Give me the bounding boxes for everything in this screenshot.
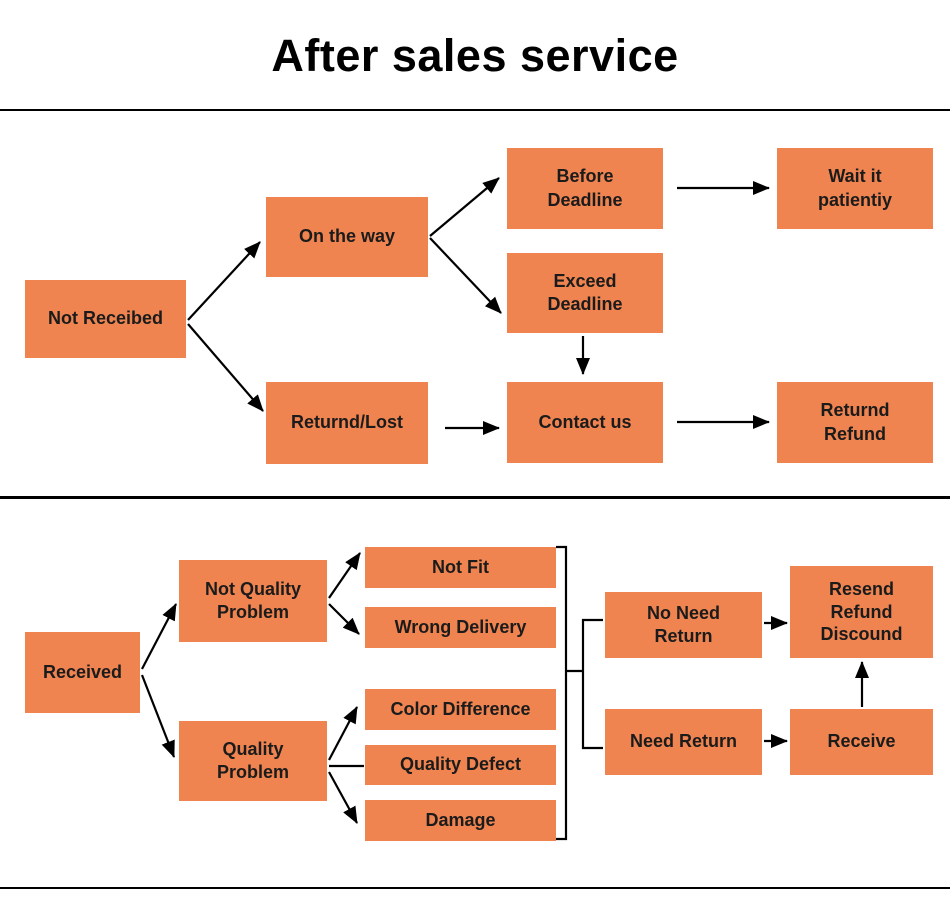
node-need-return: Need Return [605, 709, 762, 775]
node-not-receibed: Not Receibed [25, 280, 186, 358]
bracket-reason-boxes [556, 545, 568, 841]
node-returnd-lost: Returnd/Lost [266, 382, 428, 464]
arrow-quality-problem-to-color-difference [328, 706, 358, 761]
node-contact-us: Contact us [507, 382, 663, 463]
node-wait-it-patientiy: Wait it patientiy [777, 148, 933, 229]
arrow-received-to-quality-problem [140, 674, 176, 758]
node-quality-defect: Quality Defect [365, 745, 556, 785]
arrow-not-quality-problem-to-not-fit [328, 552, 361, 599]
node-returnd-refund: Returnd Refund [777, 382, 933, 463]
arrow-on-the-way-to-before-deadline [429, 177, 500, 237]
node-on-the-way: On the way [266, 197, 428, 277]
bracket-return-options [581, 618, 603, 750]
arrow-not-quality-problem-to-wrong-delivery [328, 603, 360, 635]
separator-top [0, 109, 950, 111]
node-no-need-return: No Need Return [605, 592, 762, 658]
arrow-not-receibed-to-on-the-way [187, 241, 261, 321]
node-resend-refund-discound: Resend Refund Discound [790, 566, 933, 658]
node-color-difference: Color Difference [365, 689, 556, 730]
node-quality-problem: Quality Problem [179, 721, 327, 801]
node-receive: Receive [790, 709, 933, 775]
separator-middle [0, 496, 950, 499]
arrow-not-receibed-to-returnd-lost [187, 323, 264, 412]
node-wrong-delivery: Wrong Delivery [365, 607, 556, 648]
separator-bottom [0, 887, 950, 889]
arrow-quality-problem-to-damage [328, 771, 358, 824]
node-not-quality-problem: Not Quality Problem [179, 560, 327, 642]
node-not-fit: Not Fit [365, 547, 556, 588]
node-before-deadline: Before Deadline [507, 148, 663, 229]
node-exceed-deadline: Exceed Deadline [507, 253, 663, 333]
page-title: After sales service [271, 30, 679, 81]
arrow-on-the-way-to-exceed-deadline [429, 237, 502, 314]
node-received: Received [25, 632, 140, 713]
node-damage: Damage [365, 800, 556, 841]
arrow-received-to-not-quality-problem [141, 603, 177, 670]
